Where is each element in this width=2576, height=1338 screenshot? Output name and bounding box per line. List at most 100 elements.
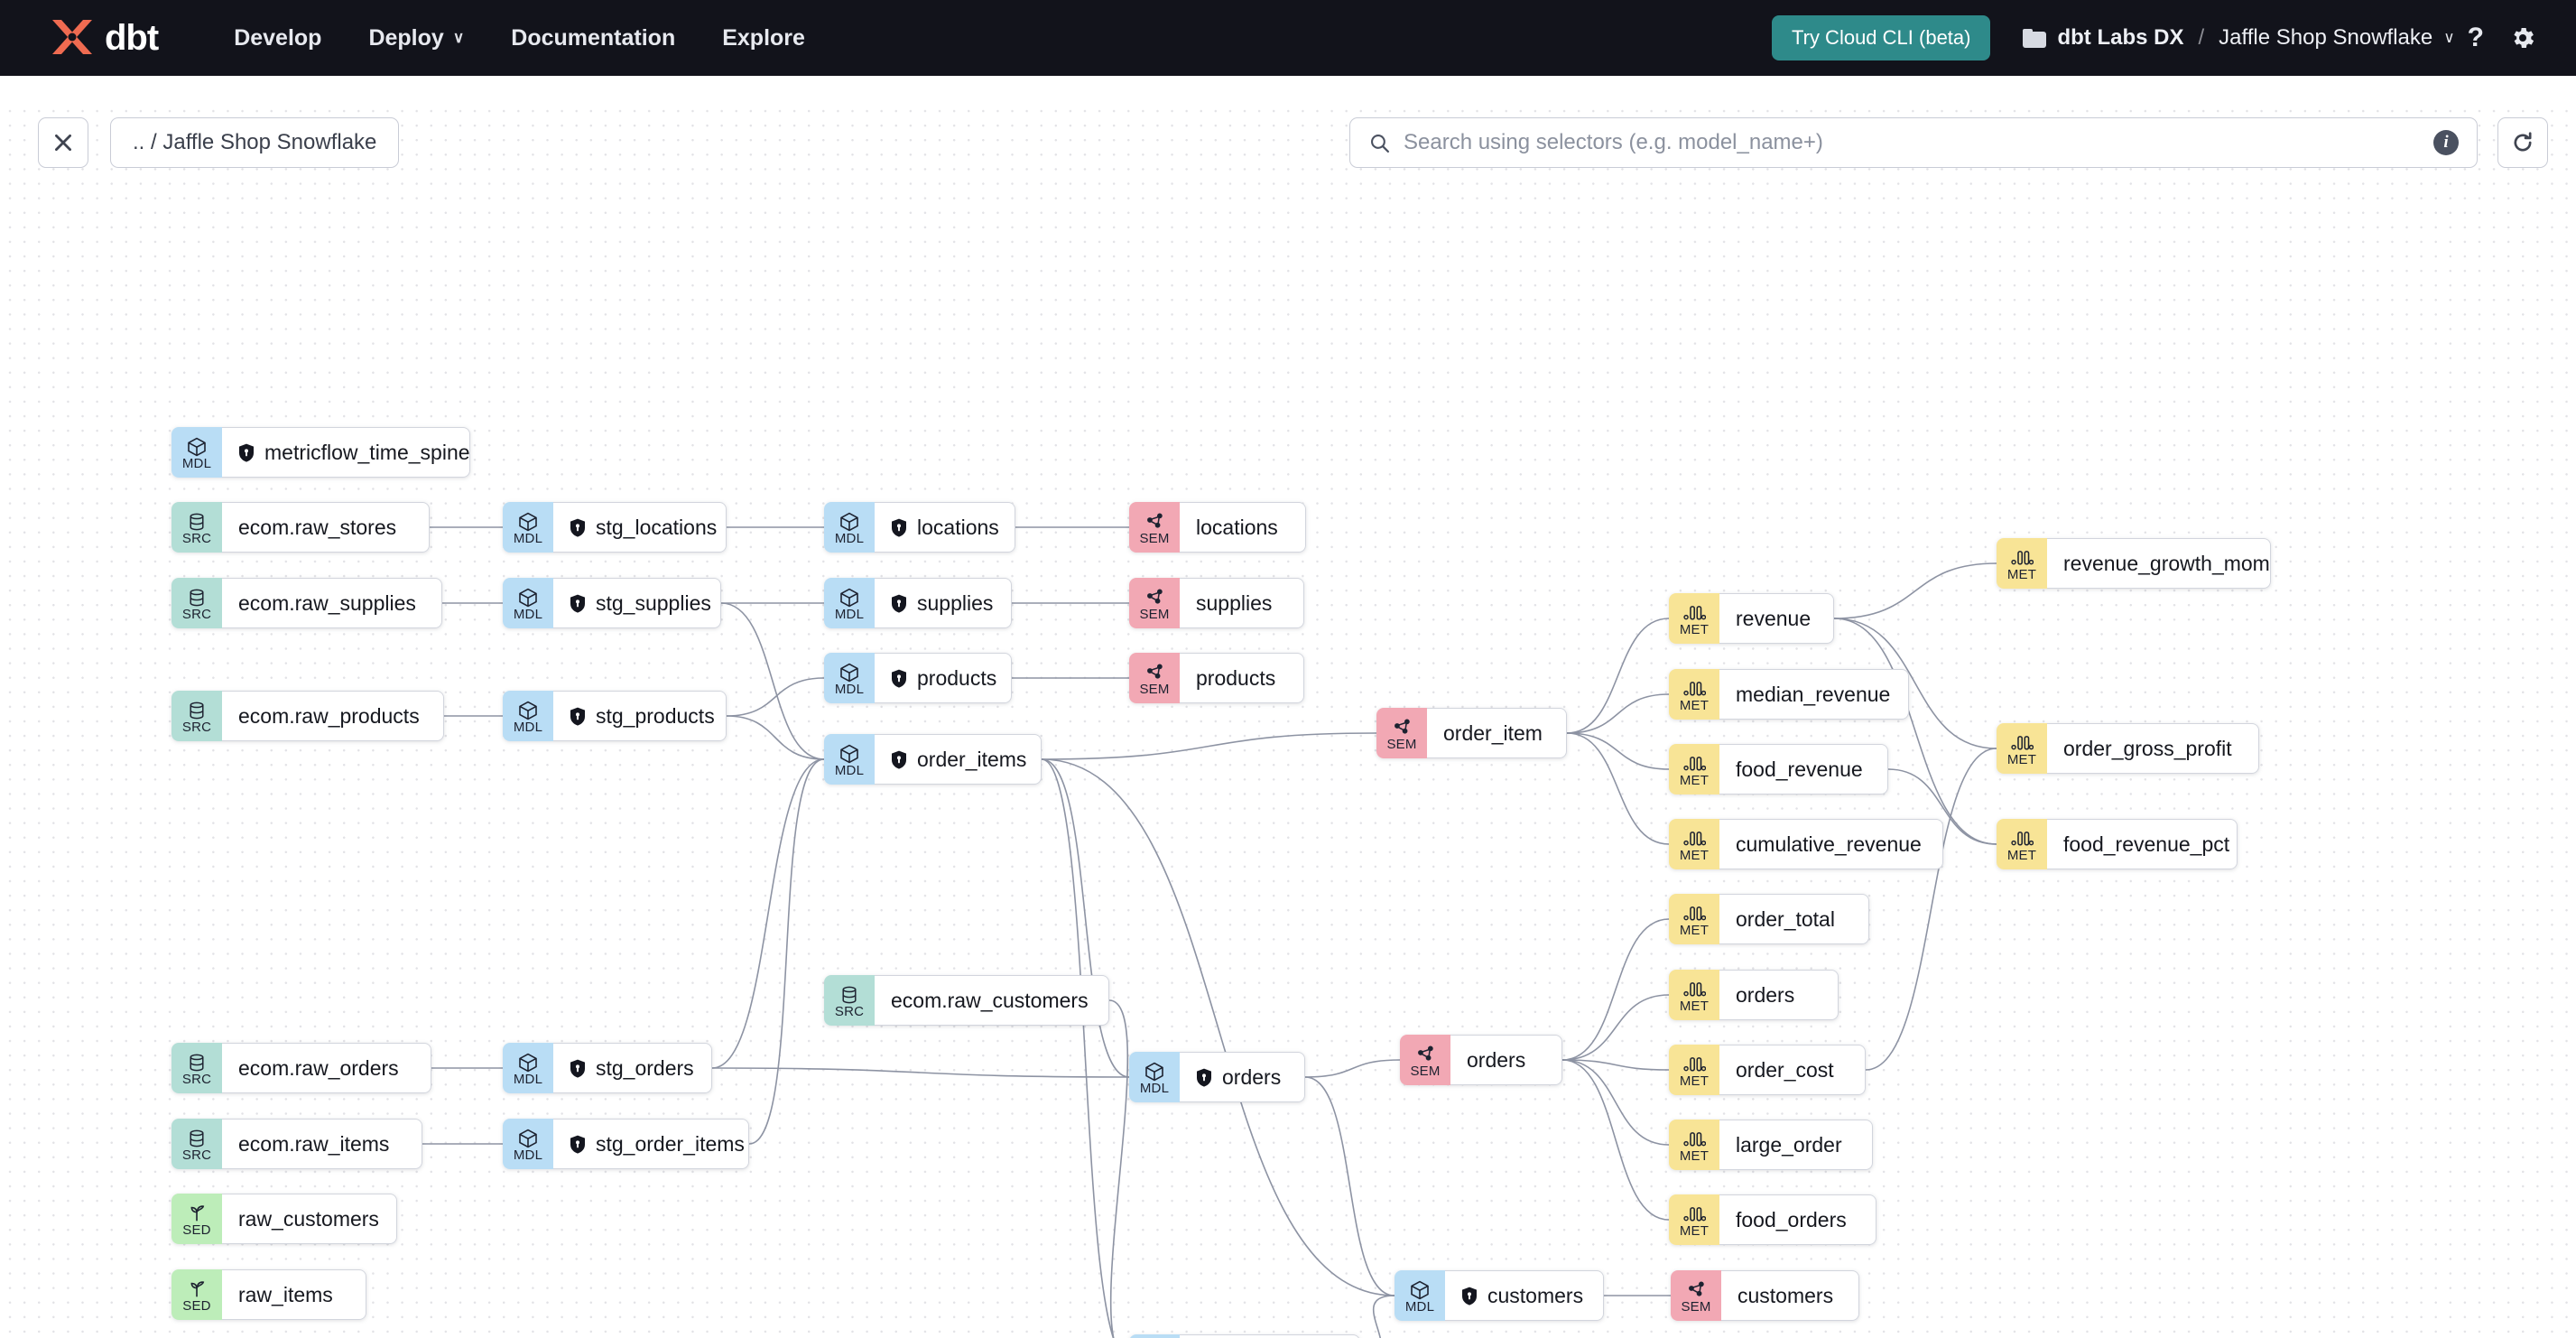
- node-type-label: SRC: [181, 606, 212, 622]
- settings-button[interactable]: [2497, 19, 2549, 57]
- node-type-label: MET: [1679, 621, 1710, 637]
- graph-node-met_revenue[interactable]: MET revenue: [1669, 593, 1834, 644]
- node-type-label: MET: [1679, 1073, 1710, 1089]
- node-type-badge-met: MET: [1669, 819, 1719, 869]
- lineage-edge: [711, 1067, 1130, 1078]
- breadcrumb[interactable]: .. / Jaffle Shop Snowflake: [110, 117, 400, 168]
- refresh-button[interactable]: [2497, 117, 2548, 168]
- search-bar[interactable]: i: [1349, 117, 2478, 168]
- lineage-edge: [726, 677, 825, 717]
- close-button[interactable]: [38, 117, 88, 168]
- primary-nav-links: Develop Deploy ∨ Documentation Explore: [210, 16, 829, 60]
- account-name: dbt Labs DX: [2057, 25, 2184, 50]
- cube-icon: [839, 588, 860, 608]
- info-icon[interactable]: i: [2433, 130, 2459, 155]
- account-project-switcher[interactable]: dbt Labs DX / Jaffle Shop Snowflake ∨: [2023, 25, 2455, 51]
- help-button[interactable]: ?: [2455, 17, 2497, 59]
- protected-shield-icon: [892, 750, 906, 769]
- protected-shield-icon: [1462, 1287, 1477, 1305]
- node-type-badge-sed: SED: [171, 1269, 222, 1320]
- node-label: food_orders: [1736, 1207, 1847, 1231]
- node-label: revenue: [1736, 606, 1812, 630]
- node-type-badge-sem: SEM: [1129, 502, 1180, 553]
- graph-node-src_supplies[interactable]: SRC ecom.raw_supplies: [171, 578, 442, 628]
- node-label: ecom.raw_supplies: [238, 590, 416, 615]
- node-body: order_gross_profit: [2047, 723, 2259, 774]
- node-label: products: [1196, 665, 1276, 690]
- nav-link-develop[interactable]: Develop: [210, 16, 345, 60]
- question-mark-icon: ?: [2467, 23, 2484, 52]
- cube-icon: [839, 663, 860, 683]
- node-type-label: SRC: [181, 530, 212, 546]
- nav-link-deploy[interactable]: Deploy ∨: [345, 16, 487, 60]
- lineage-edge: [1561, 994, 1670, 1061]
- node-body: ecom.raw_products: [222, 691, 444, 741]
- database-icon: [839, 985, 859, 1005]
- nav-link-explore[interactable]: Explore: [699, 16, 829, 60]
- nav-link-documentation[interactable]: Documentation: [487, 16, 699, 60]
- node-body: order_items: [875, 734, 1042, 785]
- close-icon: [55, 135, 71, 151]
- node-type-label: SED: [182, 1297, 211, 1314]
- node-body: orders: [1180, 1052, 1305, 1102]
- node-type-label: MET: [1679, 697, 1710, 713]
- search-input[interactable]: [1404, 130, 2421, 155]
- dbt-brand[interactable]: dbt: [47, 16, 159, 60]
- lineage-edge: [1304, 1059, 1401, 1078]
- metric-bars-icon: [2010, 829, 2034, 849]
- node-type-label: SEM: [1139, 530, 1170, 546]
- node-label: stg_products: [596, 703, 715, 728]
- node-type-label: MDL: [513, 530, 543, 546]
- graph-node-mdl_orders[interactable]: MDL orders: [1129, 1052, 1305, 1102]
- node-label: ecom.raw_items: [238, 1131, 390, 1156]
- node-label: metricflow_time_spine: [264, 440, 470, 464]
- cube-icon: [517, 1129, 539, 1148]
- node-type-label: MET: [1679, 922, 1710, 938]
- node-body: order_item: [1427, 708, 1567, 758]
- semantic-graph-icon: [1144, 663, 1165, 683]
- try-cloud-cli-button[interactable]: Try Cloud CLI (beta): [1772, 15, 1991, 60]
- graph-node-stg_products[interactable]: MDL stg_products: [503, 691, 727, 741]
- seedling-icon: [187, 1279, 208, 1299]
- semantic-graph-icon: [1144, 588, 1165, 608]
- node-type-badge-src: SRC: [171, 502, 222, 553]
- node-type-label: MDL: [1139, 1080, 1170, 1096]
- node-type-badge-mdl: MDL: [503, 691, 553, 741]
